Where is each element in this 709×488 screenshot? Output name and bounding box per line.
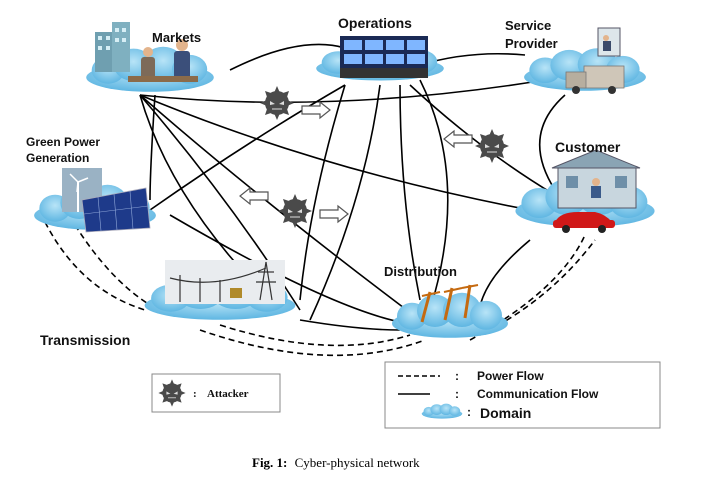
attacker-legend: : Attacker: [151, 373, 281, 413]
distribution-node: Distribution: [384, 264, 508, 338]
attack-arrow-left-2: [443, 130, 473, 148]
attacker-legend-label: Attacker: [207, 388, 249, 400]
operations-label: Operations: [338, 15, 412, 31]
attacker-icon: [277, 193, 313, 229]
attacker-icon: [474, 128, 510, 164]
power-flow-label: Power Flow: [477, 369, 544, 383]
building-icon: [95, 22, 130, 72]
attacker-3: [239, 187, 349, 229]
solar-panel-icon: [81, 187, 151, 233]
control-room-icon: [340, 36, 428, 78]
service-provider-label-2: Provider: [505, 36, 558, 51]
flow-legend: : Power Flow : Communication Flow : Doma…: [384, 361, 661, 429]
transmission-label: Transmission: [40, 332, 130, 348]
attacker-icon: [157, 378, 187, 408]
service-provider-node: Service Provider: [505, 18, 646, 94]
utility-pole-icon: [420, 284, 479, 323]
operations-node: Operations: [316, 15, 444, 81]
people-icon: [128, 39, 198, 82]
caption-text: Cyber-physical network: [295, 455, 421, 470]
power-flow-colon: :: [455, 369, 459, 383]
truck-icon: [565, 65, 625, 94]
green-power-label-1: Green Power: [26, 135, 100, 149]
attacker-icon: [259, 85, 295, 121]
communication-flow-label: Communication Flow: [477, 387, 599, 401]
green-power-generation-node: Green Power Generation: [26, 135, 156, 233]
attack-arrow-right-1: [301, 101, 331, 119]
customer-node: Customer: [515, 139, 655, 233]
domain-label: Domain: [480, 405, 531, 421]
figure-caption: Fig. 1: Cyber-physical network: [252, 455, 420, 470]
transmission-node: Transmission: [40, 260, 296, 348]
phone-user-icon: [597, 27, 621, 57]
attacker-legend-prefix: :: [193, 388, 197, 400]
caption-label: Fig. 1:: [252, 455, 287, 470]
domain-colon: :: [467, 405, 471, 419]
green-power-label-2: Generation: [26, 151, 89, 165]
distribution-label: Distribution: [384, 264, 457, 279]
communication-flow-colon: :: [455, 387, 459, 401]
markets-node: Markets: [86, 22, 214, 92]
markets-label: Markets: [152, 30, 201, 45]
car-icon: [553, 212, 615, 233]
svg-text:Fig. 1: Cyber-physical n: Fig. 1: Cyber-physical network: [252, 455, 420, 470]
customer-label: Customer: [555, 139, 621, 155]
pylon-icon: [165, 260, 285, 304]
service-provider-label-1: Service: [505, 18, 551, 33]
attack-arrow-right-3: [319, 205, 349, 223]
house-icon: [551, 149, 641, 209]
